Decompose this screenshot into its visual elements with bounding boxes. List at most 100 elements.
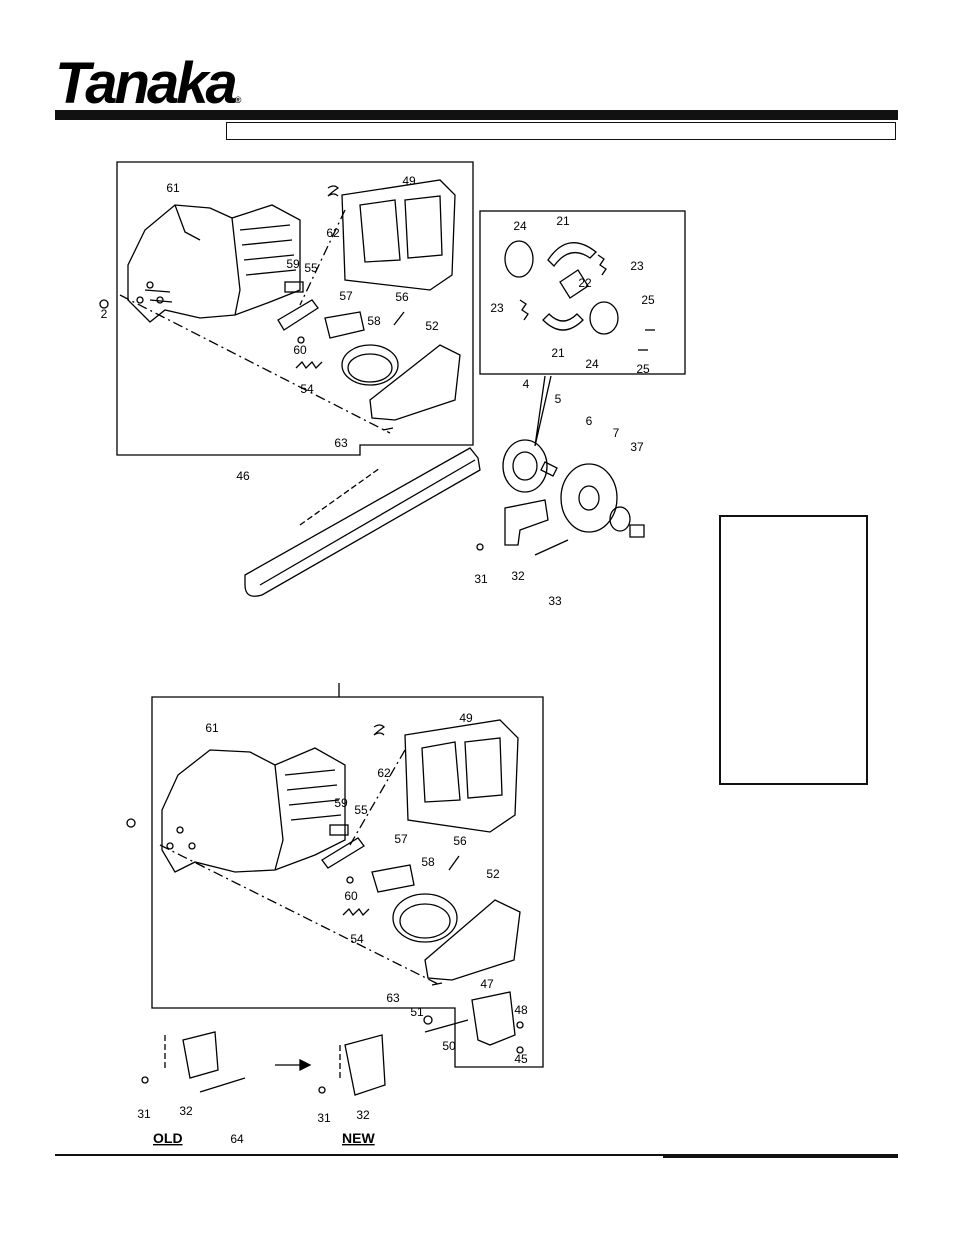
footer-rule (55, 1154, 898, 1156)
part-label-upper: 37 (630, 440, 644, 454)
header-bar (55, 110, 898, 120)
part-label-upper: 2 (101, 307, 108, 321)
part-label-lower: 56 (453, 834, 467, 848)
lever-55 (277, 299, 319, 331)
part-label-lower: 55 (354, 803, 368, 817)
upper-housing (127, 204, 301, 323)
pin-56-lower (448, 855, 460, 871)
part-label-upper: 59 (286, 257, 300, 271)
part-label-lower: 54 (350, 932, 364, 946)
part-label-upper: 25 (641, 293, 655, 307)
part-label-upper: 55 (304, 261, 318, 275)
part-label-upper: 33 (548, 594, 562, 608)
part-label-lower: 59 (334, 796, 348, 810)
part-label-lower: 62 (377, 766, 391, 780)
guide-bar (244, 447, 481, 597)
part-label-lower: 31 (317, 1111, 331, 1125)
washer-24b (589, 301, 619, 335)
part-label-upper: 56 (395, 290, 409, 304)
guard-plate-47 (471, 991, 516, 1046)
pin-60-lower (346, 876, 354, 884)
part-label-lower: 49 (459, 711, 473, 725)
bolt-33 (534, 539, 569, 556)
part-label-lower: 32 (179, 1104, 193, 1118)
cover-52-lower (424, 899, 521, 981)
part-label-upper: 25 (636, 362, 650, 376)
lever-55-lower (321, 837, 365, 869)
part-label-upper: 31 (474, 572, 488, 586)
part-label-upper: 60 (293, 343, 307, 357)
clutch-inset-box (479, 210, 686, 375)
inset-pointer (534, 375, 552, 447)
part-label-lower: 52 (486, 867, 500, 881)
part-label-upper: 24 (585, 357, 599, 371)
part-label-upper: 61 (166, 181, 180, 195)
arrow-head (299, 1058, 312, 1072)
title-box (226, 122, 896, 140)
part-label-upper: 7 (613, 426, 620, 440)
part-label-upper: 49 (402, 174, 416, 188)
part-label-upper: 58 (367, 314, 381, 328)
part-label-upper: 46 (236, 469, 250, 483)
brake-band-58 (341, 344, 399, 386)
nut-icon (99, 299, 109, 309)
part-label-upper: 23 (630, 259, 644, 273)
pin-59 (284, 281, 304, 293)
spring-54 (295, 360, 323, 370)
screw-45 (516, 1046, 524, 1054)
side-box (719, 515, 868, 785)
part-label-upper: 21 (556, 214, 570, 228)
pin-59-lower (329, 824, 349, 836)
screw-63 (382, 427, 394, 431)
part-label-lower: 47 (480, 977, 494, 991)
sprocket-6 (560, 463, 618, 533)
bar-plate-32 (504, 499, 549, 546)
part-label-upper: 6 (586, 414, 593, 428)
part-label-upper: 57 (339, 289, 353, 303)
lower-handguard (404, 719, 519, 833)
spring-54-lower (342, 907, 370, 917)
bearing-5 (540, 461, 558, 477)
plate-57-lower (371, 864, 415, 893)
pin-60 (297, 336, 305, 344)
nut-51 (423, 1015, 433, 1025)
part-label-lower: 58 (421, 855, 435, 869)
part-label-lower: 32 (356, 1108, 370, 1122)
nut-icon-lower (126, 818, 136, 828)
lower-housing (161, 747, 346, 873)
bolt-64 (199, 1077, 246, 1093)
spring-23b (519, 299, 529, 321)
part-label-upper: 22 (578, 276, 592, 290)
part-label-upper: 54 (300, 382, 314, 396)
clutch-drum-4 (502, 439, 548, 493)
screw-48 (516, 1021, 524, 1029)
new-plate-32 (344, 1034, 386, 1096)
nut-31 (476, 543, 484, 551)
part-label-lower: 64 (230, 1132, 244, 1146)
part-label-upper: 24 (513, 219, 527, 233)
part-label-upper: 5 (555, 392, 562, 406)
plate-57 (324, 311, 365, 339)
new-label: NEW (342, 1130, 375, 1146)
spring-62 (327, 185, 340, 197)
footer-bar (663, 1154, 898, 1158)
nut-37 (629, 524, 645, 538)
part-label-upper: 32 (511, 569, 525, 583)
part-label-lower: 50 (442, 1039, 456, 1053)
part-label-upper: 21 (551, 346, 565, 360)
tanaka-logo: Tanaka® (55, 51, 242, 116)
pin-56 (393, 311, 405, 326)
part-label-lower: 60 (344, 889, 358, 903)
part-label-upper: 23 (490, 301, 504, 315)
part-label-lower: 31 (137, 1107, 151, 1121)
upper-handguard (341, 179, 456, 291)
washer-7 (609, 506, 631, 532)
old-label: OLD (153, 1130, 183, 1146)
brake-band-58-lower (392, 893, 458, 943)
part-label-lower: 61 (205, 721, 219, 735)
part-label-lower: 48 (514, 1003, 528, 1017)
part-label-upper: 52 (425, 319, 439, 333)
nut-31-new (318, 1086, 326, 1094)
